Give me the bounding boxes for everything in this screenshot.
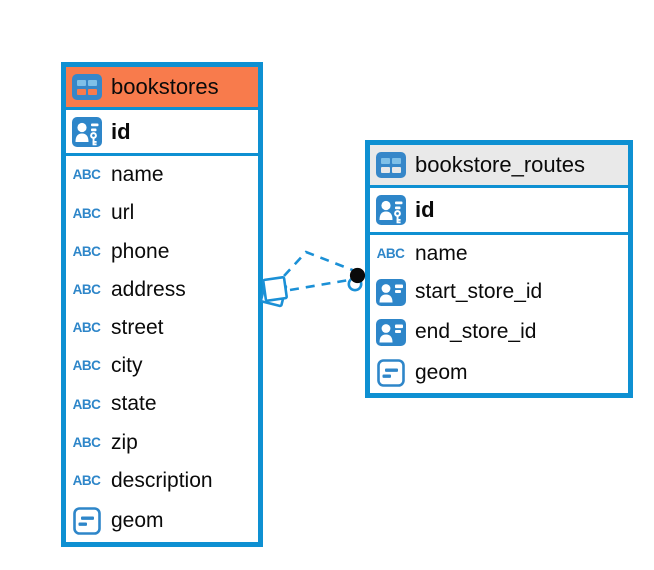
primary-key-icon: [375, 195, 406, 225]
column-row[interactable]: ABC name: [370, 235, 628, 272]
column-row[interactable]: ABC description: [66, 462, 258, 500]
table-icon: [375, 152, 406, 178]
table-title: bookstore_routes: [415, 152, 585, 177]
relationship-line-upper[interactable]: [283, 250, 356, 277]
column-label: id: [111, 118, 131, 144]
column-row[interactable]: start_store_id: [370, 272, 628, 312]
column-label: address: [111, 277, 186, 301]
column-row[interactable]: geom: [66, 500, 258, 542]
column-row[interactable]: ABC state: [66, 385, 258, 423]
text-type-icon: ABC: [72, 358, 101, 374]
column-row[interactable]: geom: [370, 352, 628, 393]
column-row[interactable]: ABC name: [66, 156, 258, 194]
column-row[interactable]: ABC zip: [66, 423, 258, 461]
table-bookstore-routes[interactable]: bookstore_routes id ABC name start_store…: [365, 140, 633, 398]
text-type-icon: ABC: [72, 320, 101, 336]
column-label: city: [111, 354, 143, 378]
column-label: id: [415, 197, 435, 222]
text-type-icon: ABC: [72, 243, 101, 259]
reference-type-icon: [375, 278, 406, 306]
table-bookstores[interactable]: bookstores id ABC name ABC url ABC phone…: [61, 62, 263, 547]
table-bookstore-routes-header[interactable]: bookstore_routes: [370, 145, 628, 188]
table-bookstores-header[interactable]: bookstores: [66, 67, 258, 110]
column-row[interactable]: end_store_id: [370, 312, 628, 352]
column-label: end_store_id: [415, 320, 537, 343]
table-icon: [71, 74, 102, 100]
column-label: geom: [415, 360, 468, 384]
primary-key-icon: [71, 116, 102, 147]
text-type-icon: ABC: [72, 205, 101, 221]
column-label: phone: [111, 239, 170, 263]
table-title: bookstores: [111, 74, 219, 99]
geometry-type-icon: [71, 507, 102, 535]
column-label: start_store_id: [415, 280, 543, 303]
text-type-icon: ABC: [72, 472, 101, 488]
column-row[interactable]: ABC phone: [66, 232, 258, 270]
text-type-icon: ABC: [72, 434, 101, 450]
column-label: name: [415, 241, 468, 265]
relationship-line-lower[interactable]: [289, 278, 350, 292]
one-end-dot-marker[interactable]: [347, 267, 366, 292]
column-label: url: [111, 201, 135, 225]
column-label: name: [111, 163, 164, 187]
column-label: geom: [111, 508, 164, 532]
text-type-icon: ABC: [376, 245, 405, 261]
column-row[interactable]: ABC address: [66, 271, 258, 309]
column-row-id[interactable]: id: [370, 188, 628, 235]
column-label: street: [111, 315, 164, 339]
text-type-icon: ABC: [72, 281, 101, 297]
column-label: description: [111, 468, 213, 492]
column-label: state: [111, 392, 157, 416]
geometry-type-icon: [375, 358, 406, 387]
many-end-diamond-marker[interactable]: [259, 276, 288, 308]
text-type-icon: ABC: [72, 396, 101, 412]
column-row[interactable]: ABC city: [66, 347, 258, 385]
column-row-id[interactable]: id: [66, 110, 258, 156]
reference-type-icon: [375, 318, 406, 346]
text-type-icon: ABC: [72, 167, 101, 183]
column-row[interactable]: ABC url: [66, 194, 258, 232]
column-label: zip: [111, 430, 138, 454]
column-row[interactable]: ABC street: [66, 309, 258, 347]
